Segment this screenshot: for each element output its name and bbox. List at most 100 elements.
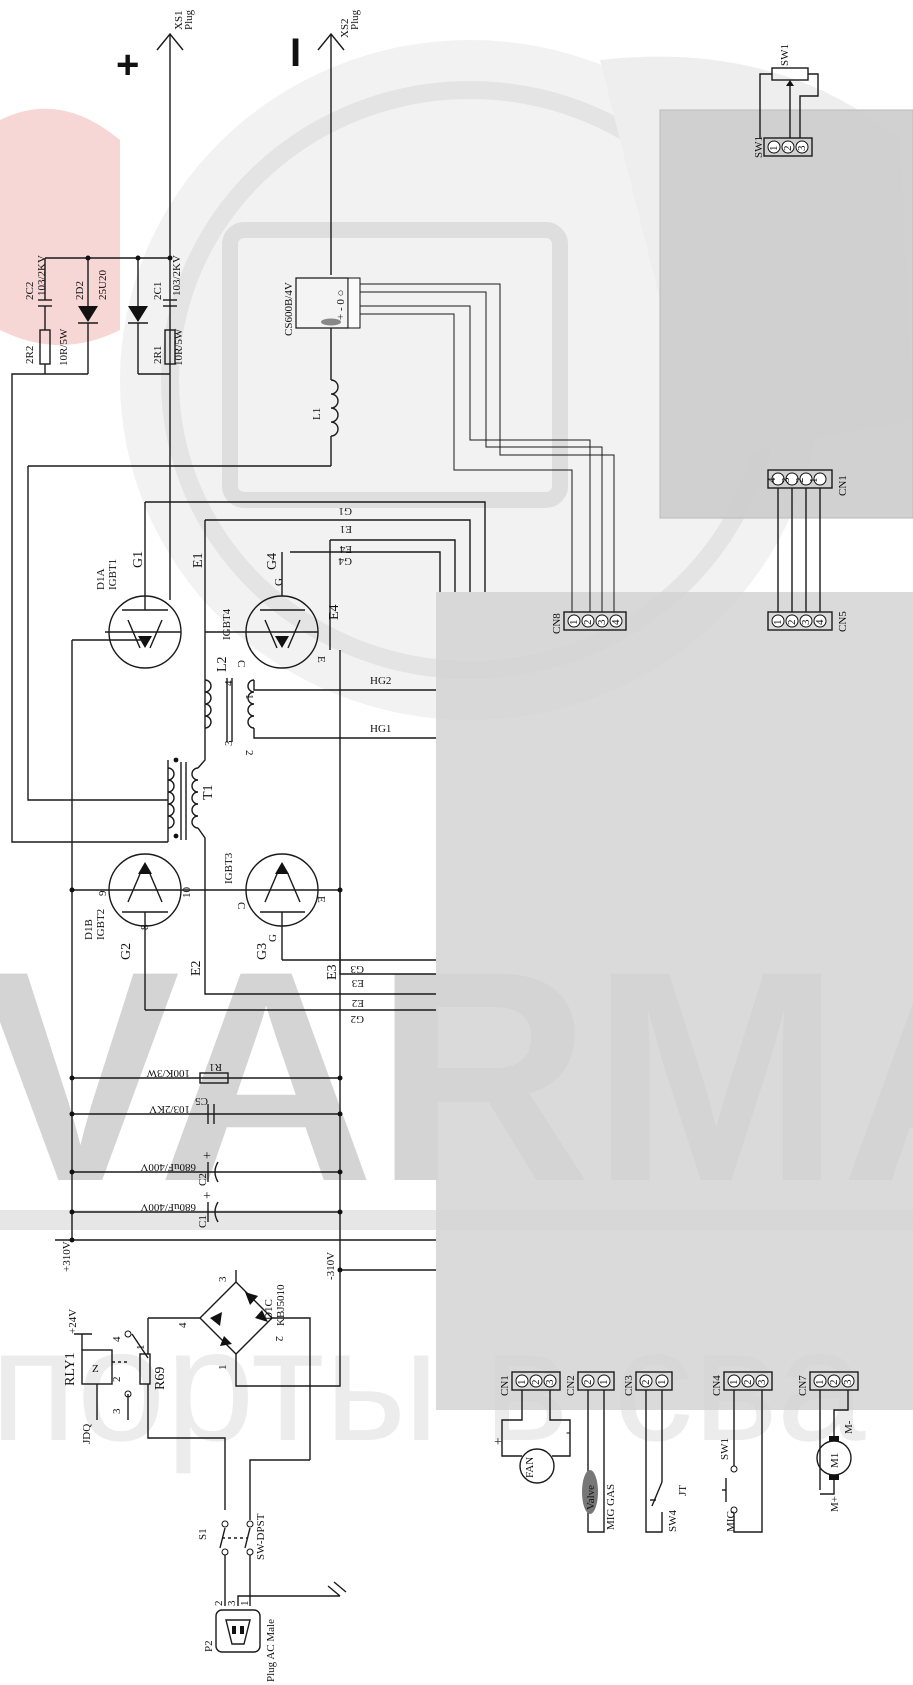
plus310-label: +310V — [61, 1241, 73, 1272]
igbt4-e4: E4 — [327, 604, 342, 620]
motor-plus: M+ — [829, 1496, 841, 1512]
cn3-name: CN3 — [623, 1375, 635, 1396]
xs2-label: XS2 — [339, 18, 351, 38]
cn1-name: CN1 — [499, 1375, 511, 1396]
sw4-label: SW4 — [667, 1510, 679, 1533]
igbt1-g1: G1 — [131, 551, 146, 568]
connector-cn8: 1 2 3 4 CN8 — [551, 611, 627, 634]
r1-label: R1 — [209, 1061, 222, 1073]
bus-e3: E3 — [351, 977, 364, 989]
c2-value: 680uF/400V — [140, 1161, 196, 1173]
relay-coil-glyph: Z — [92, 1363, 99, 1375]
snubber-2r1: 2R1 — [152, 346, 164, 364]
connector-cn7-motor: 1 2 3 CN7 M1 M+ M- — [797, 1371, 859, 1512]
igbt4-g4: G4 — [265, 553, 280, 570]
bus-g4: G4 — [338, 555, 352, 567]
snubber-2r2-value: 10R/5W — [58, 328, 70, 366]
cn1top-name: CN1 — [837, 475, 849, 496]
igbt3-e: E — [315, 896, 327, 903]
bus-g1: G1 — [339, 505, 352, 517]
igbt4-g: G — [273, 578, 285, 586]
cn4-pin3: 3 — [756, 1379, 768, 1385]
bus-g3: G3 — [350, 963, 364, 975]
valve-label: Valve — [585, 1485, 597, 1510]
power-sw: SW-DPST — [255, 1513, 267, 1560]
l2-pin1: 1 — [243, 694, 255, 700]
gate-bus-top: G1 E1 E4 G4 — [145, 501, 486, 592]
cn7-pin2: 2 — [828, 1380, 840, 1386]
connector-cn4-mig: 1 2 3 CN4 SW1 MIG — [711, 1371, 773, 1533]
dc-link: R1 100K/3W C5 103/2KV C2 680uF/400V + C1… — [55, 639, 436, 1280]
xs1-label: XS1 — [173, 10, 185, 30]
l2-pin4: 4 — [223, 680, 235, 686]
connector-cn1-top: 4 3 2 1 CN1 — [766, 469, 849, 496]
igbt2-name: IGBT2 — [95, 909, 107, 940]
relay-p4: 4 — [111, 1336, 123, 1342]
cn7-pin1: 1 — [814, 1380, 826, 1386]
jt-label: JT — [677, 1485, 689, 1496]
gate-bus-bottom: G3 E3 E2 G2 — [145, 890, 436, 1025]
igbt2-pin8: 8 — [139, 924, 151, 930]
igbt2-g2: G2 — [119, 943, 134, 960]
cn8-pin1: 1 — [568, 620, 580, 626]
sw1-name: SW1 — [753, 136, 765, 158]
cn1-pin3: 3 — [544, 1379, 556, 1385]
bus-e4: E4 — [339, 543, 352, 555]
cn5-pin3: 3 — [800, 619, 812, 625]
cn7-pin3: 3 — [842, 1379, 854, 1385]
cn8-pin3: 3 — [596, 619, 608, 625]
cn1top-pin3: 3 — [780, 477, 792, 483]
snubber-network: 2C2 103/2KV 2D2 25U20 2C1 103/2KV 2R2 10… — [24, 255, 185, 375]
sw1-pin1: 1 — [768, 146, 780, 152]
cn5-pin1: 1 — [772, 620, 784, 626]
power-pin1: 1 — [239, 1601, 251, 1607]
cn2-pin2: 2 — [582, 1380, 594, 1386]
c2-plus: + — [203, 1149, 211, 1164]
snubber-2d2: 2D2 — [74, 281, 86, 300]
snubber-2r2: 2R2 — [24, 346, 36, 364]
current-sensor: + - 0 ○ CS600B/4V — [283, 277, 615, 612]
fan-plus: + — [494, 1435, 502, 1450]
l1-label: L1 — [311, 408, 323, 420]
connector-cn2-valve: 2 1 CN2 Valve MIG GAS — [565, 1371, 617, 1533]
igbt3-g: G — [267, 934, 279, 942]
r1-value: 100K/3W — [146, 1067, 190, 1079]
power-input: S1 SW-DPST 2 3 1 P2 Plug AC Male — [197, 1459, 347, 1682]
fan-label: FAN — [524, 1457, 536, 1478]
bridge-rectifier: 3 4 1 2 D1C KBJ5010 — [148, 1270, 341, 1460]
e1-label: E1 — [191, 552, 206, 568]
relay-supply: +24V — [67, 1309, 79, 1334]
cn1top-pin1: 1 — [808, 478, 820, 484]
c5-label: C5 — [195, 1095, 208, 1107]
sw1-label: SW1 — [779, 44, 791, 66]
relay-p1: 1 — [135, 1345, 147, 1351]
igbt2-pin10: 10 — [181, 887, 193, 899]
connector-cn3-sw4: 2 1 CN3 SW4 JT — [623, 1371, 689, 1533]
igbt2-pin9: 9 — [97, 890, 109, 896]
cn7-name: CN7 — [797, 1375, 809, 1396]
igbt2-d1b: D1B — [83, 919, 95, 940]
power-pin3: 3 — [226, 1600, 238, 1606]
rectifier-part: KBJ5010 — [275, 1284, 287, 1326]
power-p2: P2 — [203, 1640, 215, 1652]
igbt3: IGBT3 C E G G3 E3 — [205, 852, 340, 980]
snubber-2c2: 2C2 — [24, 282, 36, 300]
snubber-2c1-value: 103/2KV — [171, 255, 183, 296]
l2-pin3: 3 — [223, 740, 235, 746]
connector-cn5: 1 2 3 4 CN5 — [767, 611, 849, 632]
cn5-pin2: 2 — [786, 620, 798, 626]
igbt1: D1A IGBT1 G1 — [95, 502, 182, 669]
igbt4-e: E — [315, 656, 327, 663]
igbt3-g3: G3 — [255, 943, 270, 960]
inductor-l2: L2 4 3 1 2 HG2 HG1 — [204, 632, 436, 756]
cn4-pin1: 1 — [728, 1380, 740, 1386]
igbt4-name: IGBT4 — [221, 608, 233, 640]
cn2-name: CN2 — [565, 1375, 577, 1396]
cn8-pin4: 4 — [610, 619, 622, 625]
cn4-sw1-label: SW1 — [719, 1438, 731, 1460]
sensor-pins: + - 0 ○ — [335, 290, 347, 320]
hg2-label: HG2 — [370, 675, 391, 687]
rectifier-p3: 3 — [217, 1276, 229, 1282]
motor-minus: M- — [843, 1420, 855, 1434]
